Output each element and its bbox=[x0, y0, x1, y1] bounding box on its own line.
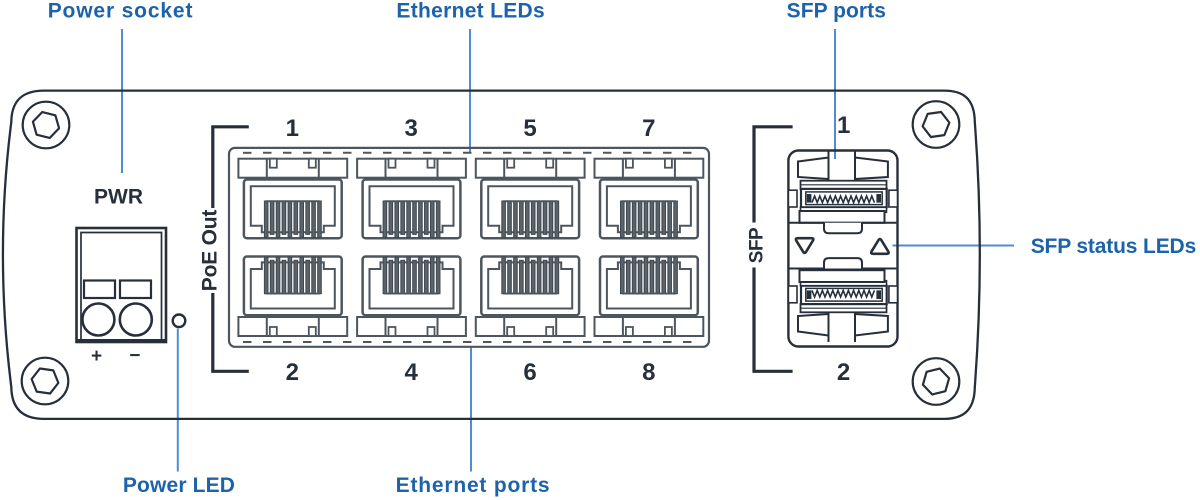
svg-text:7: 7 bbox=[642, 115, 655, 142]
svg-text:SFP status LEDs: SFP status LEDs bbox=[1031, 235, 1196, 258]
svg-text:+: + bbox=[91, 346, 102, 367]
svg-text:Ethernet ports: Ethernet ports bbox=[396, 474, 551, 497]
svg-text:Power LED: Power LED bbox=[123, 474, 235, 497]
svg-text:2: 2 bbox=[286, 359, 299, 386]
svg-text:6: 6 bbox=[523, 359, 536, 386]
svg-text:PoE Out: PoE Out bbox=[199, 210, 222, 292]
svg-text:SFP: SFP bbox=[747, 227, 768, 263]
svg-text:SFP ports: SFP ports bbox=[787, 0, 886, 23]
svg-text:PWR: PWR bbox=[94, 186, 143, 209]
svg-text:−: − bbox=[129, 346, 140, 367]
svg-text:Ethernet LEDs: Ethernet LEDs bbox=[396, 0, 545, 23]
svg-text:2: 2 bbox=[837, 359, 850, 386]
svg-text:4: 4 bbox=[405, 359, 419, 386]
svg-text:5: 5 bbox=[523, 115, 536, 142]
svg-text:3: 3 bbox=[405, 115, 418, 142]
svg-text:8: 8 bbox=[642, 359, 655, 386]
svg-text:1: 1 bbox=[837, 112, 850, 139]
svg-text:1: 1 bbox=[286, 115, 299, 142]
svg-text:Power socket: Power socket bbox=[48, 0, 194, 23]
